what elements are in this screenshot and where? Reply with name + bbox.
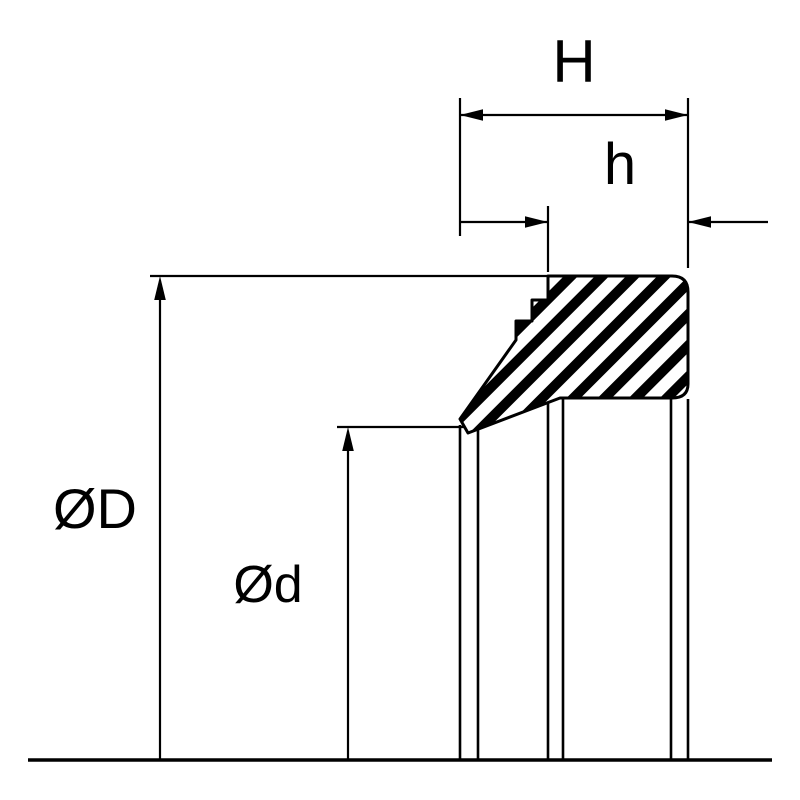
total-width-label: H	[552, 28, 595, 95]
outer-diameter-label: ØD	[53, 477, 137, 540]
lip-width-label: h	[604, 132, 636, 197]
surface-lines	[458, 399, 690, 760]
dimension-total-width: H	[458, 28, 690, 268]
arrowhead-h-right	[688, 216, 711, 228]
dimension-inner-diameter: Ød	[233, 425, 464, 760]
inner-diameter-label: Ød	[233, 556, 302, 614]
arrowhead-Od	[342, 427, 354, 451]
arrowhead-h-left	[525, 216, 548, 228]
arrowhead-H-right	[665, 109, 688, 121]
seal-cross-section	[458, 274, 690, 435]
dimension-outer-diameter: ØD	[53, 274, 548, 760]
arrowhead-H-left	[460, 109, 483, 121]
arrowhead-OD	[154, 276, 166, 300]
seal-profile	[458, 274, 690, 435]
dimension-lip-width: h	[460, 132, 768, 272]
